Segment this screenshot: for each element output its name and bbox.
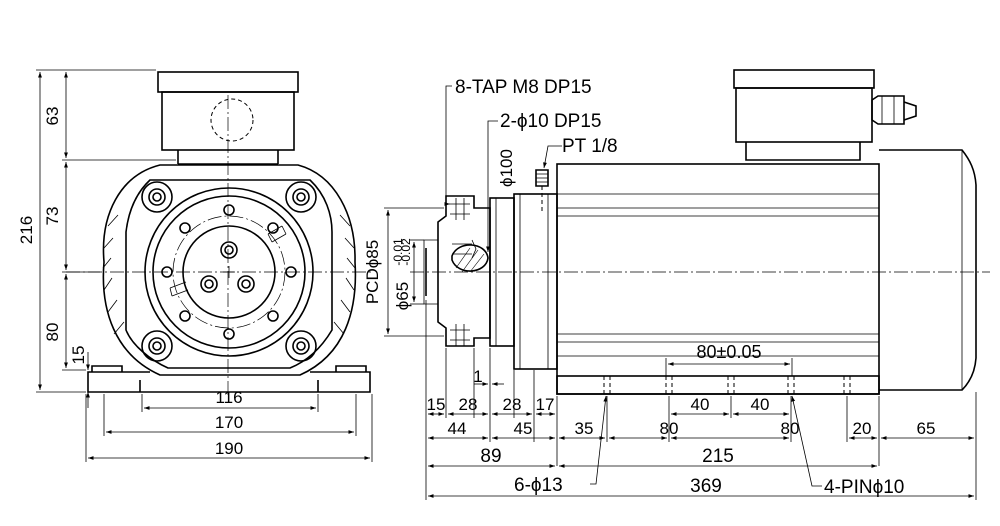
side-view: 8-TAP M8 DP15 2-ϕ10 DP15 PT 1/8 ϕ100 PCD… — [363, 69, 990, 500]
dim-side-215: 215 — [702, 446, 734, 467]
pin-pitch: 80±0.05 — [697, 342, 762, 362]
callout-pt: PT 1/8 — [562, 136, 618, 157]
dim-side-28b: 28 — [503, 395, 522, 414]
dim-side-40a: 40 — [691, 395, 710, 414]
dim-side-80b: 80 — [781, 419, 800, 438]
dim-side-65: 65 — [917, 419, 936, 438]
dim-side-1: 1 — [473, 367, 482, 386]
dim-side-35: 35 — [575, 419, 594, 438]
callout-tap: 8-TAP M8 DP15 — [455, 77, 592, 98]
dim-side-20: 20 — [853, 419, 872, 438]
dim-side-45: 45 — [514, 419, 533, 438]
tol-upper: -0.01 — [391, 238, 405, 266]
dim-side-80a: 80 — [660, 419, 679, 438]
dim-side-15: 15 — [427, 395, 446, 414]
callout-4-pins: 4-PINϕ10 — [824, 477, 904, 498]
dim-side-89: 89 — [480, 446, 501, 467]
dim-front-15: 15 — [69, 346, 88, 365]
dim-side-44: 44 — [448, 419, 467, 438]
dim-front-80: 80 — [43, 323, 62, 342]
dim-front-73: 73 — [43, 207, 62, 226]
label-pcd: PCDϕ85 — [363, 240, 382, 304]
callout-6-holes: 6-ϕ13 — [514, 475, 563, 496]
dim-side-40b: 40 — [751, 395, 770, 414]
callout-holes: 2-ϕ10 DP15 — [500, 111, 601, 132]
dim-front-190: 190 — [215, 439, 243, 458]
label-phi100: ϕ100 — [497, 149, 516, 187]
dim-front-63: 63 — [43, 107, 62, 126]
dim-side-28a: 28 — [459, 395, 478, 414]
front-view: 63 73 216 80 15 116 170 190 — [17, 69, 373, 462]
dim-side-17: 17 — [536, 395, 555, 414]
dim-front-216: 216 — [17, 216, 36, 244]
dim-front-170: 170 — [215, 413, 243, 432]
label-phi65: ϕ65 — [393, 282, 412, 310]
tol-lower: -0.02 — [399, 238, 413, 266]
dim-side-369: 369 — [690, 476, 722, 497]
dim-front-116: 116 — [215, 388, 242, 407]
